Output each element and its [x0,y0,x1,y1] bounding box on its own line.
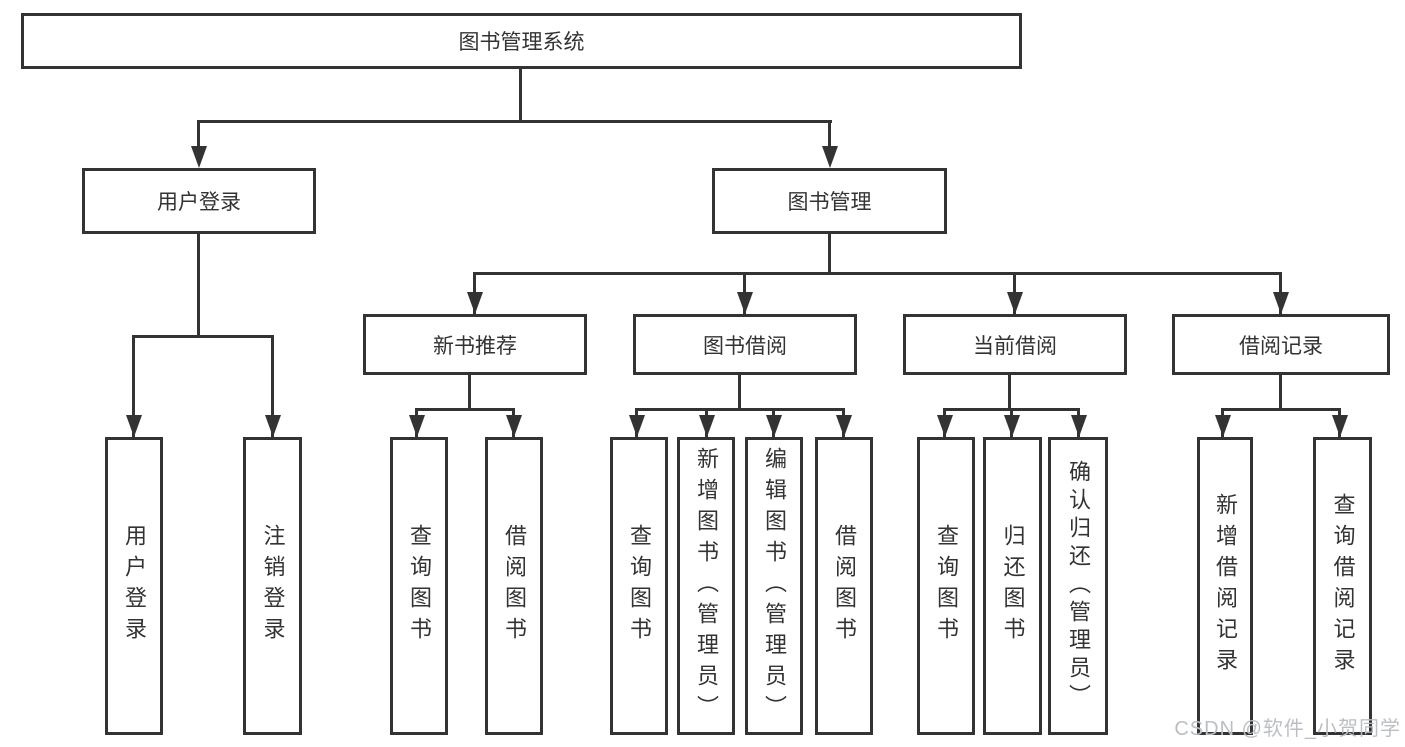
node-current-borrow: 当前借阅 [903,314,1127,375]
leaf-query-borrow-record: 查询借阅记录 [1313,437,1372,735]
arrowhead-leaf-query1 [409,415,425,437]
node-library-system: 图书管理系统 [21,13,1022,69]
node-borrow-records: 借阅记录 [1172,314,1390,375]
arrowhead-leaf-query2 [629,415,645,437]
node-new-book-recommend: 新书推荐 [363,314,587,375]
connector-root-stem [519,68,522,122]
leaf-add-borrow-record-label: 新增借阅记录 [1213,493,1238,679]
connector-new-book-hline [415,408,515,411]
connector-leaf-logout-stem [271,335,274,437]
arrowhead-leaf-borrow2 [836,415,852,437]
leaf-add-book-admin: 新增图书（管理员） [677,437,735,735]
arrowhead-book-borrow [737,292,753,314]
connector-user-login-down [197,234,200,337]
connector-current-borrow-down [1008,375,1011,410]
node-user-login: 用户登录 [82,168,316,234]
arrowhead-new-book [467,292,483,314]
leaf-borrow-books-1-label: 借阅图书 [502,524,527,648]
leaf-add-borrow-record: 新增借阅记录 [1197,437,1253,735]
leaf-borrow-books-2-label: 借阅图书 [832,524,857,648]
csdn-watermark: CSDN @软件_小贺同学 [1174,718,1401,740]
arrowhead-current-borrow [1007,292,1023,314]
leaf-query-books-1: 查询图书 [390,437,448,735]
leaf-query-borrow-record-label: 查询借阅记录 [1330,493,1356,679]
connector-leaf-user-login-stem [132,335,135,437]
leaf-query-books-2-label: 查询图书 [627,524,652,648]
connector-user-login-stem [197,120,200,150]
connector-book-mgmt-hline [473,272,1282,275]
leaf-user-login: 用户登录 [105,437,163,735]
leaf-edit-book-admin: 编辑图书（管理员） [745,437,803,735]
node-book-borrow: 图书借阅 [633,314,857,375]
node-book-management: 图书管理 [712,168,947,234]
connector-book-mgmt-stem [828,120,831,150]
leaf-confirm-return-admin: 确认归还（管理员） [1048,437,1108,735]
leaf-logout-label: 注销登录 [260,524,286,648]
leaf-borrow-books-2: 借阅图书 [815,437,873,735]
leaf-query-books-3: 查询图书 [917,437,975,735]
arrowhead-leaf-user-login [126,415,142,437]
leaf-query-books-3-label: 查询图书 [934,524,959,648]
connector-borrow-records-hline [1221,408,1341,411]
arrowhead-leaf-add-book [699,415,715,437]
leaf-query-books-1-label: 查询图书 [407,524,432,648]
arrowhead-leaf-borrow1 [506,415,522,437]
leaf-query-books-2: 查询图书 [610,437,668,735]
arrowhead-leaf-return [1004,415,1020,437]
connector-new-book-down [468,375,471,410]
leaf-return-books-label: 归还图书 [1000,524,1026,648]
arrowhead-user-login [191,146,207,168]
connector-book-mgmt-down [828,234,831,274]
leaf-user-login-label: 用户登录 [122,524,147,648]
connector-book-borrow-down [738,375,741,410]
leaf-confirm-return-admin-label: 确认归还（管理员） [1066,460,1091,712]
arrowhead-book-mgmt [822,146,838,168]
leaf-edit-book-admin-label: 编辑图书（管理员） [762,446,787,726]
arrowhead-leaf-query3 [937,415,953,437]
arrowhead-leaf-add-record [1215,415,1231,437]
leaf-logout: 注销登录 [243,437,302,735]
leaf-borrow-books-1: 借阅图书 [485,437,543,735]
connector-book-borrow-hline [635,408,845,411]
leaf-return-books: 归还图书 [983,437,1042,735]
arrowhead-borrow-records [1273,292,1289,314]
arrowhead-leaf-confirm [1071,415,1087,437]
arrowhead-leaf-logout [265,415,281,437]
arrowhead-leaf-edit-book [766,415,782,437]
leaf-add-book-admin-label: 新增图书（管理员） [694,446,719,726]
connector-user-login-hline [132,335,274,338]
connector-borrow-records-down [1279,375,1282,410]
arrowhead-leaf-query-record [1332,415,1348,437]
connector-root-hline [197,120,832,123]
